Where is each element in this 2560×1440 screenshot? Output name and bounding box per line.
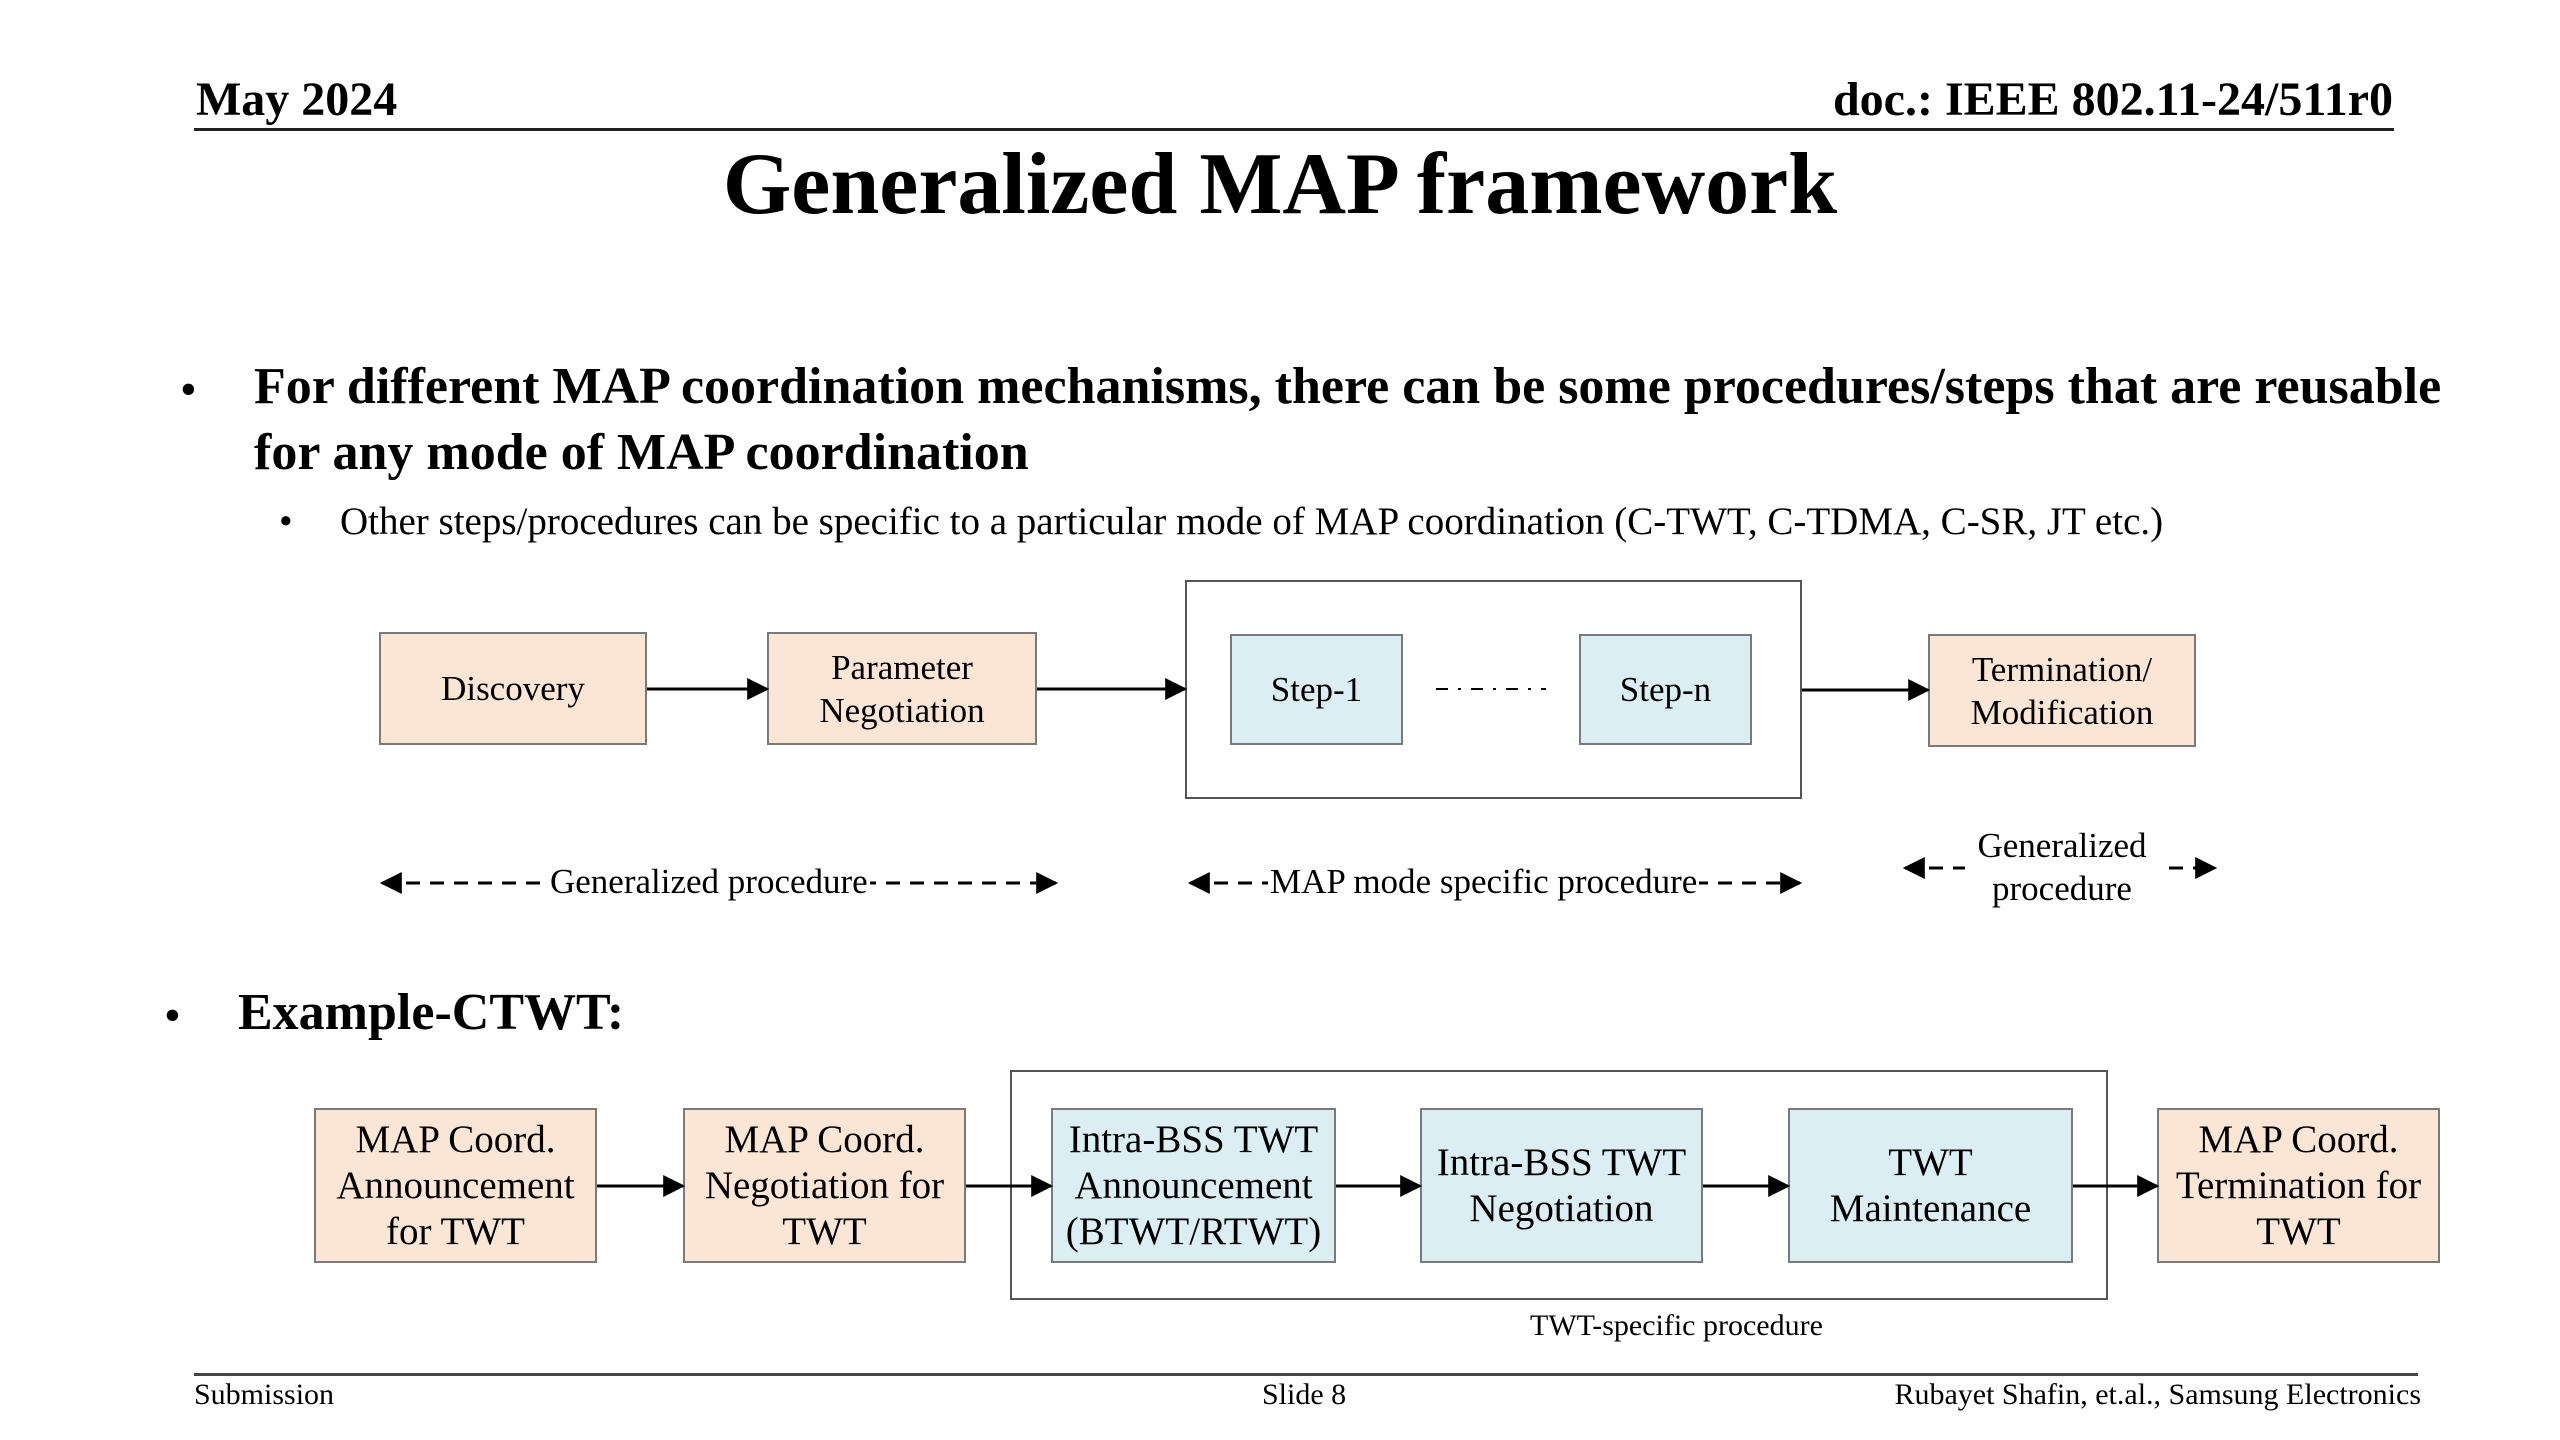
label-twt-specific-procedure: TWT-specific procedure (1528, 1308, 1825, 1344)
header-divider (194, 128, 2394, 131)
twt-maintenance-box: TWT Maintenance (1788, 1108, 2073, 1263)
parameter-negotiation-box: Parameter Negotiation (767, 632, 1037, 745)
header-date: May 2024 (196, 73, 398, 126)
discovery-box: Discovery (379, 632, 647, 745)
label-generalized-procedure: Generalized procedure (548, 860, 870, 903)
intra-bss-twt-negotiation-box: Intra-BSS TWT Negotiation (1420, 1108, 1703, 1263)
slide-title: Generalized MAP framework (722, 136, 1838, 233)
header-doc-id: doc.: IEEE 802.11-24/511r0 (1832, 73, 2393, 126)
bullet-sub: Other steps/procedures can be specific t… (340, 500, 2164, 543)
footer-author: Rubayet Shafin, et.al., Samsung Electron… (1894, 1378, 2421, 1411)
bullet-dot-example: • (164, 989, 181, 1042)
footer-divider (194, 1373, 2418, 1376)
bullet-main: For different MAP coordination mechanism… (254, 358, 2442, 481)
step-1-box: Step-1 (1230, 634, 1403, 745)
footer-submission: Submission (194, 1378, 335, 1411)
intra-bss-twt-announcement-box: Intra-BSS TWT Announcement (BTWT/RTWT) (1051, 1108, 1336, 1263)
step-n-box: Step-n (1579, 634, 1752, 745)
bullet-dot-main: • (180, 363, 197, 416)
map-coord-announcement-box: MAP Coord. Announcement for TWT (314, 1108, 597, 1263)
bullet-example: Example-CTWT: (238, 984, 625, 1041)
footer-slide-number: Slide 8 (1262, 1378, 1347, 1411)
termination-modification-box: Termination/ Modification (1928, 634, 2196, 747)
bullet-dot-sub: • (279, 500, 293, 543)
map-coord-termination-box: MAP Coord. Termination for TWT (2157, 1108, 2440, 1263)
label-generalized-procedure-right: Generalized procedure (1965, 824, 2159, 910)
label-map-mode-specific-procedure: MAP mode specific procedure (1268, 860, 1700, 903)
map-coord-negotiation-box: MAP Coord. Negotiation for TWT (683, 1108, 966, 1263)
